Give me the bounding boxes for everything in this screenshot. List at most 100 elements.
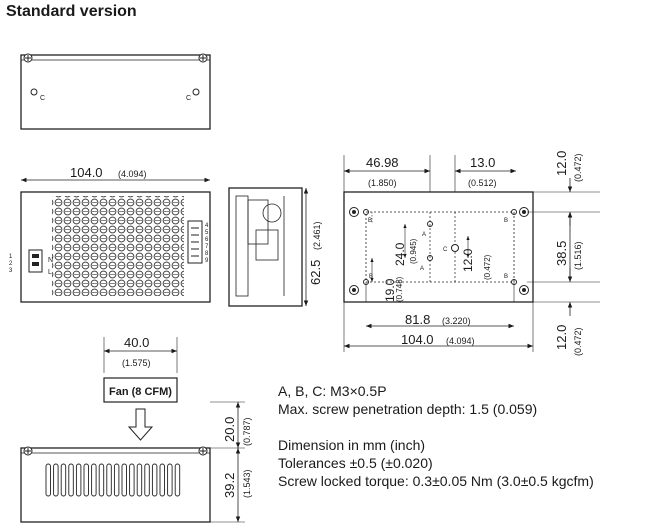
hole-label-b: B bbox=[368, 218, 372, 224]
hole-label-b: B bbox=[504, 218, 508, 224]
top-view: C C bbox=[20, 53, 211, 130]
vent-slot bbox=[129, 463, 135, 497]
height-dim-inch: (2.461) bbox=[312, 221, 322, 250]
dim-39-2-inch: (1.543) bbox=[242, 469, 252, 498]
hole-label-b: B bbox=[369, 274, 373, 280]
vent-slot bbox=[144, 463, 150, 497]
down-arrow-icon bbox=[127, 408, 154, 441]
screw-icon bbox=[519, 207, 529, 217]
vent-slot bbox=[60, 463, 67, 497]
screw-icon bbox=[23, 446, 33, 456]
dim-81-8-inch: (3.220) bbox=[442, 316, 471, 326]
vent-hole-grid bbox=[52, 196, 184, 296]
vent-slot bbox=[121, 463, 127, 497]
hole-c-icon bbox=[192, 88, 200, 96]
dim-46-98-inch: (1.850) bbox=[368, 178, 397, 188]
hole-label-b: B bbox=[504, 274, 508, 280]
ac-input-connector bbox=[28, 249, 43, 273]
dim-12-0-right-top: 12.0 bbox=[554, 151, 569, 176]
vent-slot bbox=[174, 463, 181, 497]
dim-12-0-right-bottom-inch: (0.472) bbox=[573, 327, 583, 356]
screw-icon bbox=[349, 285, 359, 295]
hole-label-a: A bbox=[422, 232, 426, 238]
screw-icon bbox=[349, 207, 359, 217]
hole-a-icon bbox=[427, 221, 433, 227]
dim-38-5-inch: (1.516) bbox=[573, 241, 583, 270]
dim-104-0-bottom: 104.0 bbox=[401, 332, 434, 347]
dim-12-0-inner-inch: (0.472) bbox=[483, 254, 492, 280]
dim-19-0-inch: (0.748) bbox=[395, 276, 404, 302]
vent-slot bbox=[53, 463, 59, 497]
hole-label-c: C bbox=[186, 95, 191, 102]
screw-icon bbox=[198, 446, 208, 456]
vent-slot bbox=[83, 463, 89, 497]
dim-24-0: 24.0 bbox=[393, 242, 407, 266]
screw-icon bbox=[519, 285, 529, 295]
bottom-view: 46.98 (1.850) 13.0 (0.512) B B B B A bbox=[343, 151, 600, 356]
pin-label: 7 bbox=[205, 244, 209, 250]
vent-slot bbox=[159, 463, 165, 497]
front-view: 104.0 (4.094) N L 1 2 3 4 5 6 7 8 9 bbox=[9, 165, 211, 303]
hole-c-icon bbox=[451, 244, 459, 252]
dim-38-5: 38.5 bbox=[554, 241, 569, 266]
dim-39-2: 39.2 bbox=[222, 473, 237, 498]
dim-12-0-right-top-inch: (0.472) bbox=[573, 153, 583, 182]
dim-40-0-inch: (1.575) bbox=[122, 358, 151, 368]
dim-12-0-right-bottom: 12.0 bbox=[554, 325, 569, 350]
dim-20-0: 20.0 bbox=[222, 417, 237, 442]
hole-c-icon bbox=[30, 88, 38, 96]
vent-slot bbox=[98, 463, 105, 497]
hole-label-c: C bbox=[443, 247, 448, 253]
vent-slot bbox=[68, 463, 74, 497]
side-view: 62.5 (2.461) bbox=[228, 187, 323, 307]
vent-slot bbox=[113, 463, 120, 497]
hole-a-icon bbox=[427, 255, 433, 261]
height-dim-value: 62.5 bbox=[308, 260, 323, 285]
page-title: Standard version bbox=[6, 3, 137, 20]
hole-label-a: A bbox=[420, 266, 424, 272]
note-screws: A, B, C: M3×0.5P bbox=[278, 383, 387, 399]
vent-slot bbox=[136, 463, 143, 497]
dim-40-0: 40.0 bbox=[124, 335, 149, 350]
vent-slot bbox=[106, 463, 112, 497]
pin-label: 2 bbox=[9, 261, 13, 267]
vent-slot bbox=[45, 463, 51, 497]
pin-label: 8 bbox=[205, 251, 209, 257]
vent-slot bbox=[167, 463, 173, 497]
dim-20-0-inch: (0.787) bbox=[242, 417, 252, 446]
connector-letter-n: N bbox=[48, 257, 53, 264]
connector-letter-l: L bbox=[48, 269, 52, 276]
pin-label: 1 bbox=[9, 254, 13, 260]
vent-slot bbox=[75, 463, 82, 497]
pin-label: 9 bbox=[205, 258, 209, 264]
note-tolerances: Tolerances ±0.5 (±0.020) bbox=[278, 455, 433, 471]
pin-label: 3 bbox=[9, 268, 13, 274]
dim-104-0-bottom-inch: (4.094) bbox=[446, 336, 475, 346]
dim-13-0-inch: (0.512) bbox=[468, 178, 497, 188]
hole-b-icon bbox=[511, 209, 517, 215]
dim-46-98: 46.98 bbox=[366, 155, 399, 170]
width-dim-value: 104.0 bbox=[70, 165, 103, 180]
fan-label-box bbox=[103, 377, 178, 403]
vent-slot bbox=[151, 463, 158, 497]
fan-label: Fan (8 CFM) bbox=[109, 386, 172, 398]
fan-view: 40.0 (1.575) Fan (8 CFM) 20.0 (0.787) 39… bbox=[20, 335, 252, 523]
pin-label: 4 bbox=[205, 223, 209, 229]
dim-13-0: 13.0 bbox=[470, 155, 495, 170]
vent-slot bbox=[91, 463, 97, 497]
dim-19-0: 19.0 bbox=[383, 278, 397, 302]
note-units: Dimension in mm (inch) bbox=[278, 437, 426, 453]
dim-24-0-inch: (0.945) bbox=[409, 238, 418, 264]
pin-label: 6 bbox=[205, 237, 209, 243]
hole-b-icon bbox=[363, 209, 369, 215]
dim-81-8: 81.8 bbox=[405, 312, 430, 327]
vent-slots bbox=[45, 463, 181, 497]
note-torque: Screw locked torque: 0.3±0.05 Nm (3.0±0.… bbox=[278, 473, 594, 489]
screw-icon bbox=[23, 53, 33, 63]
note-penetration: Max. screw penetration depth: 1.5 (0.059… bbox=[278, 401, 538, 417]
dim-12-0-inner: 12.0 bbox=[461, 248, 475, 272]
screw-icon bbox=[198, 53, 208, 63]
width-dim-inch: (4.094) bbox=[118, 169, 147, 179]
pin-label: 5 bbox=[205, 230, 209, 236]
